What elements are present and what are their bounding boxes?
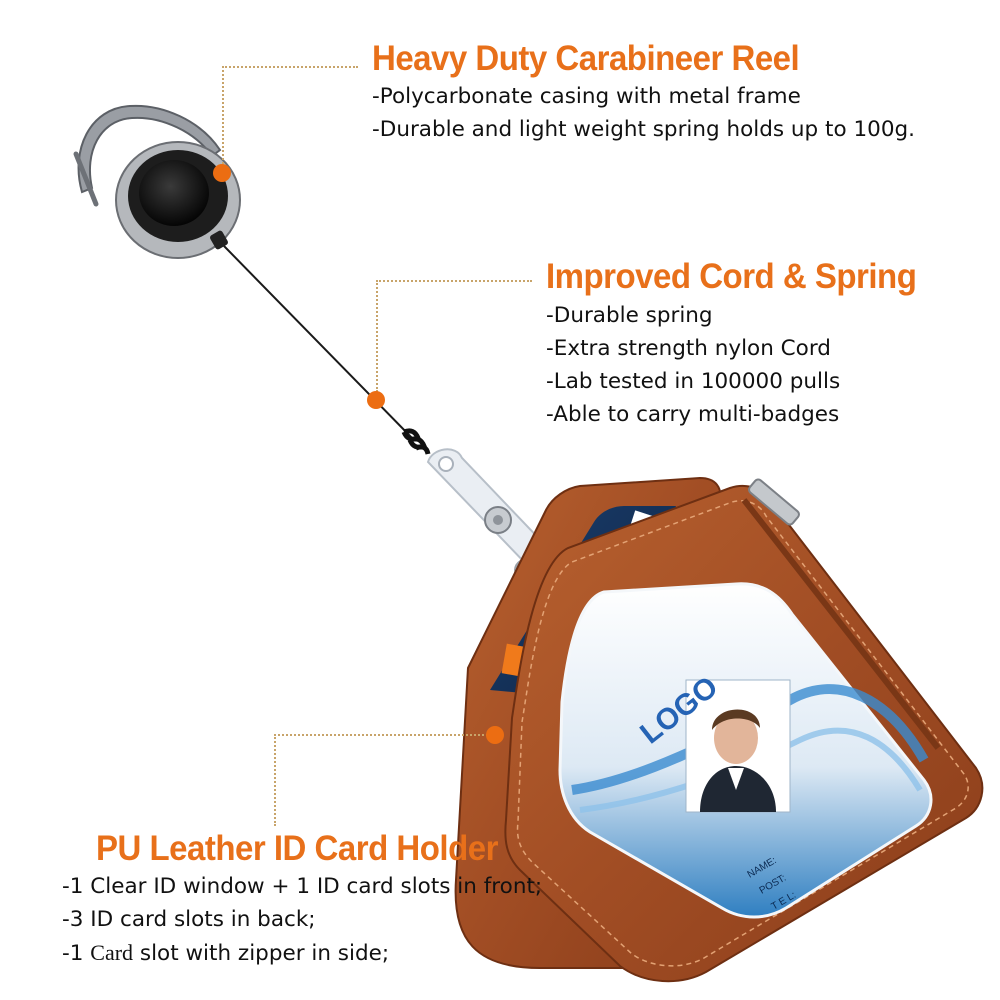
- photo-suit: [700, 766, 776, 812]
- retractable-cord: [223, 245, 413, 439]
- id-card-holder: LOGO NAME: POST: T E L:: [454, 476, 984, 983]
- reel-heading: Heavy Duty Carabineer Reel: [372, 37, 800, 78]
- cord-leader-horizontal: [376, 280, 532, 282]
- cord-feature-2: -Extra strength nylon Cord: [546, 336, 831, 361]
- reel-feature-1: -Polycarbonate casing with metal frame: [372, 84, 801, 109]
- cord-feature-4: -Able to carry multi-badges: [546, 402, 840, 427]
- reel-center: [139, 160, 209, 226]
- strap-hole: [438, 456, 454, 472]
- holder-feature-1: -1 Clear ID window + 1 ID card slots in …: [62, 874, 543, 899]
- holder-feature-3-prefix: -1: [62, 941, 91, 966]
- reel-leader-horizontal: [222, 66, 358, 68]
- holder-feature-2: -3 ID card slots in back;: [62, 907, 316, 932]
- reel-feature-2: -Durable and light weight spring holds u…: [372, 117, 915, 142]
- holder-heading: PU Leather ID Card Holder: [96, 827, 498, 868]
- photo-head: [714, 712, 758, 764]
- carabiner-gate: [73, 151, 99, 207]
- holder-leader-vertical: [274, 734, 276, 826]
- carabiner-reel: [73, 104, 241, 259]
- cord-feature-1: -Durable spring: [546, 303, 713, 328]
- cord-leader-vertical: [376, 280, 378, 392]
- holder-feature-3: -1 Card slot with zipper in side;: [62, 942, 389, 965]
- zipper-strip: [741, 498, 941, 750]
- photo-shirt: [728, 768, 744, 790]
- cord-spring: [401, 428, 431, 455]
- carabiner-clip: [77, 104, 222, 194]
- holder-leader-horizontal: [274, 734, 496, 736]
- holder-marker-dot: [486, 726, 504, 744]
- zipper-pull: [748, 478, 800, 526]
- reel-leader-vertical: [222, 66, 224, 172]
- snap-button-center: [493, 515, 503, 525]
- card-wave-2: [579, 727, 923, 813]
- cord-heading: Improved Cord & Spring: [546, 255, 917, 296]
- cord-feature-3: -Lab tested in 100000 pulls: [546, 369, 841, 394]
- holder-feature-3-card-word: Card: [90, 940, 134, 965]
- cord-marker-dot: [367, 391, 385, 409]
- holder-feature-3-suffix: slot with zipper in side;: [133, 941, 390, 966]
- reel-marker-dot: [213, 164, 231, 182]
- photo-hair: [712, 709, 760, 730]
- reel-cord-exit: [210, 230, 228, 250]
- front-stitching: [516, 500, 969, 967]
